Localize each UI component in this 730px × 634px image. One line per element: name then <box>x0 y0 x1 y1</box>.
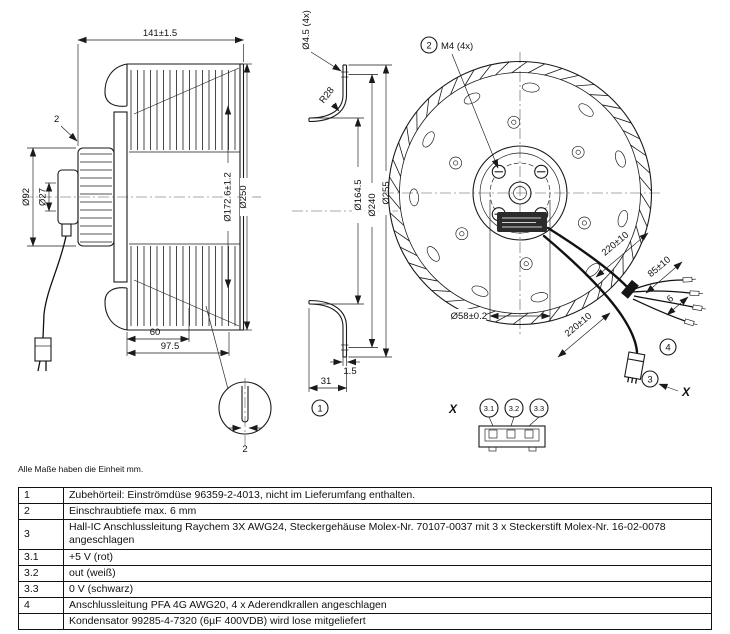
view-x-arrow-label: X <box>681 385 691 399</box>
dim-impeller-diameter: Ø250 <box>238 185 249 208</box>
cable-bushing <box>61 223 72 237</box>
callout-3-2: 3.2 <box>509 404 519 413</box>
dim-detail-thickness: 2 <box>242 444 247 455</box>
power-cable <box>546 226 634 294</box>
dim-crimp-length: 6 <box>665 293 676 305</box>
callout-4: 4 <box>665 343 670 354</box>
table-text-cell: +5 V (rot) <box>63 548 712 566</box>
table-text-cell: 0 V (schwarz) <box>63 580 712 598</box>
table-ref-cell: 3.3 <box>18 580 64 598</box>
molex-connector <box>624 351 646 384</box>
table-text-cell: Hall-IC Anschlussleitung Raychem 3X AWG2… <box>63 519 712 550</box>
fan-technical-drawing: 141±1.5 2 Ø92 Ø27 Ø172.6±1.2 Ø250 60 97.… <box>21 10 706 455</box>
table-text-cell: Anschlussleitung PFA 4G AWG20, 4 x Adere… <box>63 596 712 615</box>
front-view-dimensions-and-cables: 2 M4 (4x) Ø58±0.2 220±10 85± <box>420 36 706 399</box>
hall-sensor-cable <box>542 234 639 354</box>
connector-pin-1 <box>488 429 498 439</box>
connector-detail-view: X 3.1 3.2 3.3 <box>448 398 549 452</box>
dim-sheet-thickness: 1.5 <box>343 366 356 377</box>
cable-plug <box>34 337 52 362</box>
hub-circle <box>472 145 568 241</box>
table-row: 3.1+5 V (rot) <box>18 548 712 566</box>
table-ref-cell: 2 <box>18 503 64 521</box>
callout-3-3: 3.3 <box>534 404 544 413</box>
table-text-cell: out (weiß) <box>63 564 712 582</box>
units-note: Alle Maße haben die Einheit mm. <box>18 464 144 474</box>
impeller-blade-striations <box>130 70 236 326</box>
dim-cable-length-1: 220±10 <box>600 230 631 259</box>
callout-3: 3 <box>647 375 652 386</box>
dim-inlet-diameter: Ø172.6±1.2 <box>223 172 234 222</box>
inlet-bell-bottom <box>104 287 128 331</box>
dim-motor-diameter: Ø92 <box>21 188 32 206</box>
wire-end-crimps <box>682 276 706 327</box>
dim-gap: 2 <box>54 114 59 125</box>
weld-spots <box>449 115 591 271</box>
side-view-impeller-section <box>22 63 262 372</box>
connector-pin-3 <box>524 429 534 439</box>
dim-bell-radius: R28 <box>317 85 336 106</box>
table-ref-cell: 3.1 <box>18 548 64 566</box>
table-ref-cell <box>18 612 64 631</box>
callout-2-circle <box>420 36 438 54</box>
inlet-bell-top <box>104 63 128 107</box>
impeller-outer-circle <box>387 60 653 326</box>
callout-3-1: 3.1 <box>484 404 494 413</box>
dim-shaft-diameter: Ø27 <box>38 188 49 206</box>
dim-flange-holes: Ø4.5 (4x) <box>301 10 312 50</box>
dim-installation-depth: 141±1.5 <box>143 28 177 39</box>
cable-jacket-end <box>621 279 639 299</box>
dim-nozzle-depth: 31 <box>321 376 332 387</box>
front-view-fan <box>383 52 660 337</box>
table-text-cell: Kondensator 99285-4-7320 (6µF 400VDB) wi… <box>63 612 712 631</box>
motor-cable <box>42 235 67 339</box>
dim-throat-diameter: Ø164.5 <box>353 179 364 210</box>
table-row: Kondensator 99285-4-7320 (6µF 400VDB) wi… <box>18 612 712 631</box>
detail-x-label: X <box>448 402 458 416</box>
callout-1-circle <box>311 399 329 417</box>
table-text-cell: Einschraubtiefe max. 6 mm <box>63 503 712 521</box>
dim-97-5: 97.5 <box>161 341 180 352</box>
connector-pin-2 <box>506 429 516 439</box>
callout-2: 2 <box>426 41 431 52</box>
vent-holes <box>409 82 629 303</box>
table-ref-cell: 4 <box>18 596 64 615</box>
dim-bolt-circle-diameter: Ø58±0.2 <box>451 311 487 322</box>
dim-60: 60 <box>150 327 161 338</box>
table-ref-cell: 1 <box>18 486 64 505</box>
callout-1: 1 <box>317 404 322 415</box>
table-text-cell: Zubehörteil: Einströmdüse 96359-2-4013, … <box>63 486 712 505</box>
connector-body <box>478 425 546 448</box>
callout-3-circle <box>641 370 659 388</box>
dim-cable-length-2: 220±10 <box>563 311 594 340</box>
dim-wire-length: 85±10 <box>646 254 673 279</box>
motor-ribs <box>80 153 112 243</box>
side-view-dimensions: 141±1.5 2 Ø92 Ø27 Ø172.6±1.2 Ø250 60 97.… <box>21 28 272 455</box>
dim-hole-circle-diameter: Ø240 <box>367 193 378 216</box>
dim-mounting-thread: M4 (4x) <box>441 41 473 52</box>
callout-4-circle <box>659 338 677 356</box>
table-ref-cell: 3.2 <box>18 564 64 582</box>
table-ref-cell: 3 <box>18 519 64 550</box>
